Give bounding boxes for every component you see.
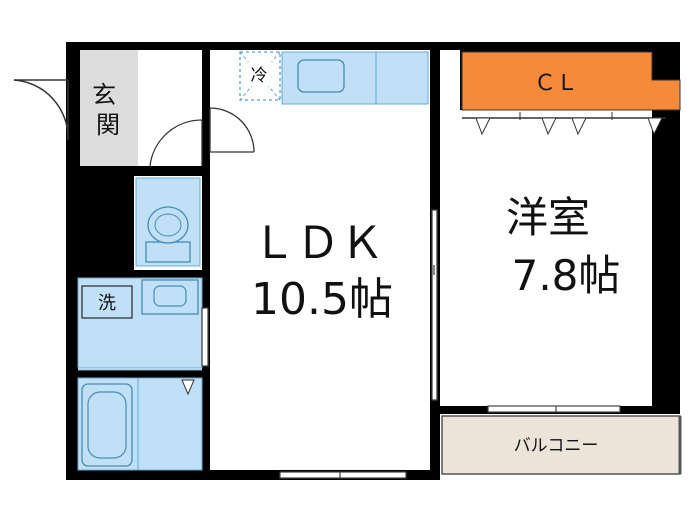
bathtub-inner — [87, 391, 127, 459]
sliding-doors — [201, 209, 438, 401]
closet-label: ＣＬ — [534, 71, 578, 96]
ldk-door — [209, 107, 255, 153]
yoshitsu-corner-fill — [440, 50, 460, 110]
vanity-basin — [153, 285, 187, 307]
fridge-label: 冷 — [251, 66, 268, 86]
ldk-floor — [210, 50, 430, 470]
yoshitsu-name: 洋室 — [506, 193, 590, 242]
toilet-seat-inner — [154, 213, 182, 237]
ldk-yoshitsu-slider — [431, 209, 438, 401]
kitchen: 冷 — [239, 51, 429, 105]
hall-door — [149, 119, 203, 167]
yoshitsu-bottom-window — [487, 405, 621, 413]
balcony-label: バルコニー — [514, 436, 599, 456]
bath — [77, 377, 203, 471]
genkan-label-char-1: 玄 — [92, 81, 116, 109]
windows — [279, 405, 621, 479]
washer-box — [81, 285, 133, 319]
ldk-bottom-window — [279, 471, 407, 479]
fridge-label-bg — [246, 62, 272, 86]
hall-floor — [138, 50, 202, 166]
balcony-floor — [441, 415, 681, 475]
washroom: 洗 — [77, 277, 203, 371]
genkan-floor — [80, 50, 138, 166]
toilet-bowl — [147, 206, 189, 244]
ldk-size: 10.5帖 — [251, 274, 393, 325]
genkan-label: 玄 関 — [92, 81, 124, 139]
washer-label: 洗 — [98, 293, 116, 314]
bathtub — [81, 383, 133, 467]
wash-sliding-door — [201, 307, 209, 367]
genkan-label-char-2: 関 — [96, 111, 120, 139]
closet-door-marks — [475, 117, 663, 136]
sink — [297, 59, 345, 93]
yoshitsu-size: 7.8帖 — [512, 251, 621, 300]
toilet-tank — [145, 241, 191, 263]
toilet — [135, 177, 201, 267]
closet-shelf — [461, 51, 681, 111]
bath-door-mark — [181, 379, 195, 396]
entrance-door — [13, 79, 69, 141]
yoshitsu-floor — [440, 110, 652, 406]
closet: ＣＬ — [461, 51, 681, 136]
balcony: バルコニー — [441, 415, 682, 475]
ldk-name: ＬＤＫ — [252, 218, 384, 269]
